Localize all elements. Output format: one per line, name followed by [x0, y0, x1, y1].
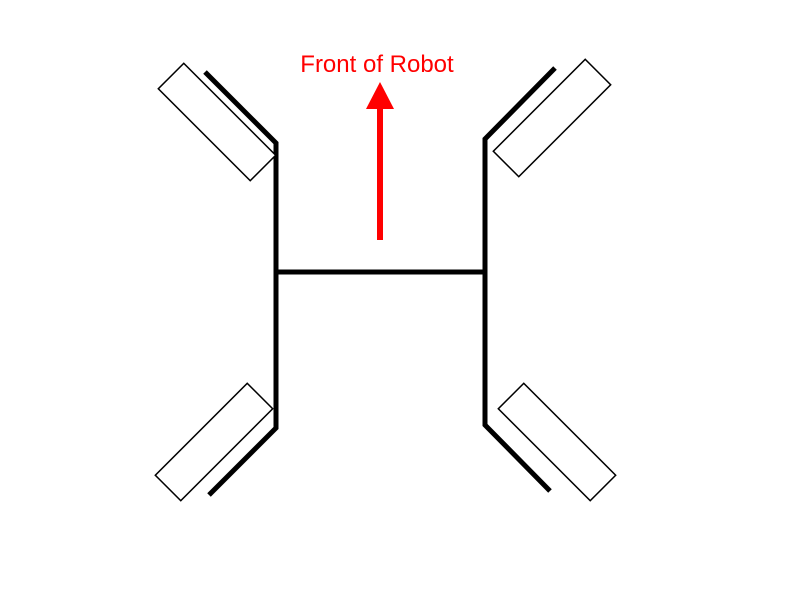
frame-arm-back-left [207, 272, 279, 497]
robot-frame [203, 66, 557, 497]
front-arrow-head [366, 82, 394, 109]
wheel-front-left [157, 62, 277, 182]
front-arrow-icon [366, 82, 394, 240]
frame-arm-front-left [203, 70, 279, 272]
wheel-back-right [497, 382, 617, 502]
front-of-robot-label: Front of Robot [300, 51, 454, 78]
wheel-front-right [492, 58, 612, 178]
wheel-back-left [154, 382, 274, 502]
frame-arm-front-right [482, 66, 557, 272]
wheels [154, 58, 617, 502]
frame-arm-back-right [482, 272, 552, 493]
